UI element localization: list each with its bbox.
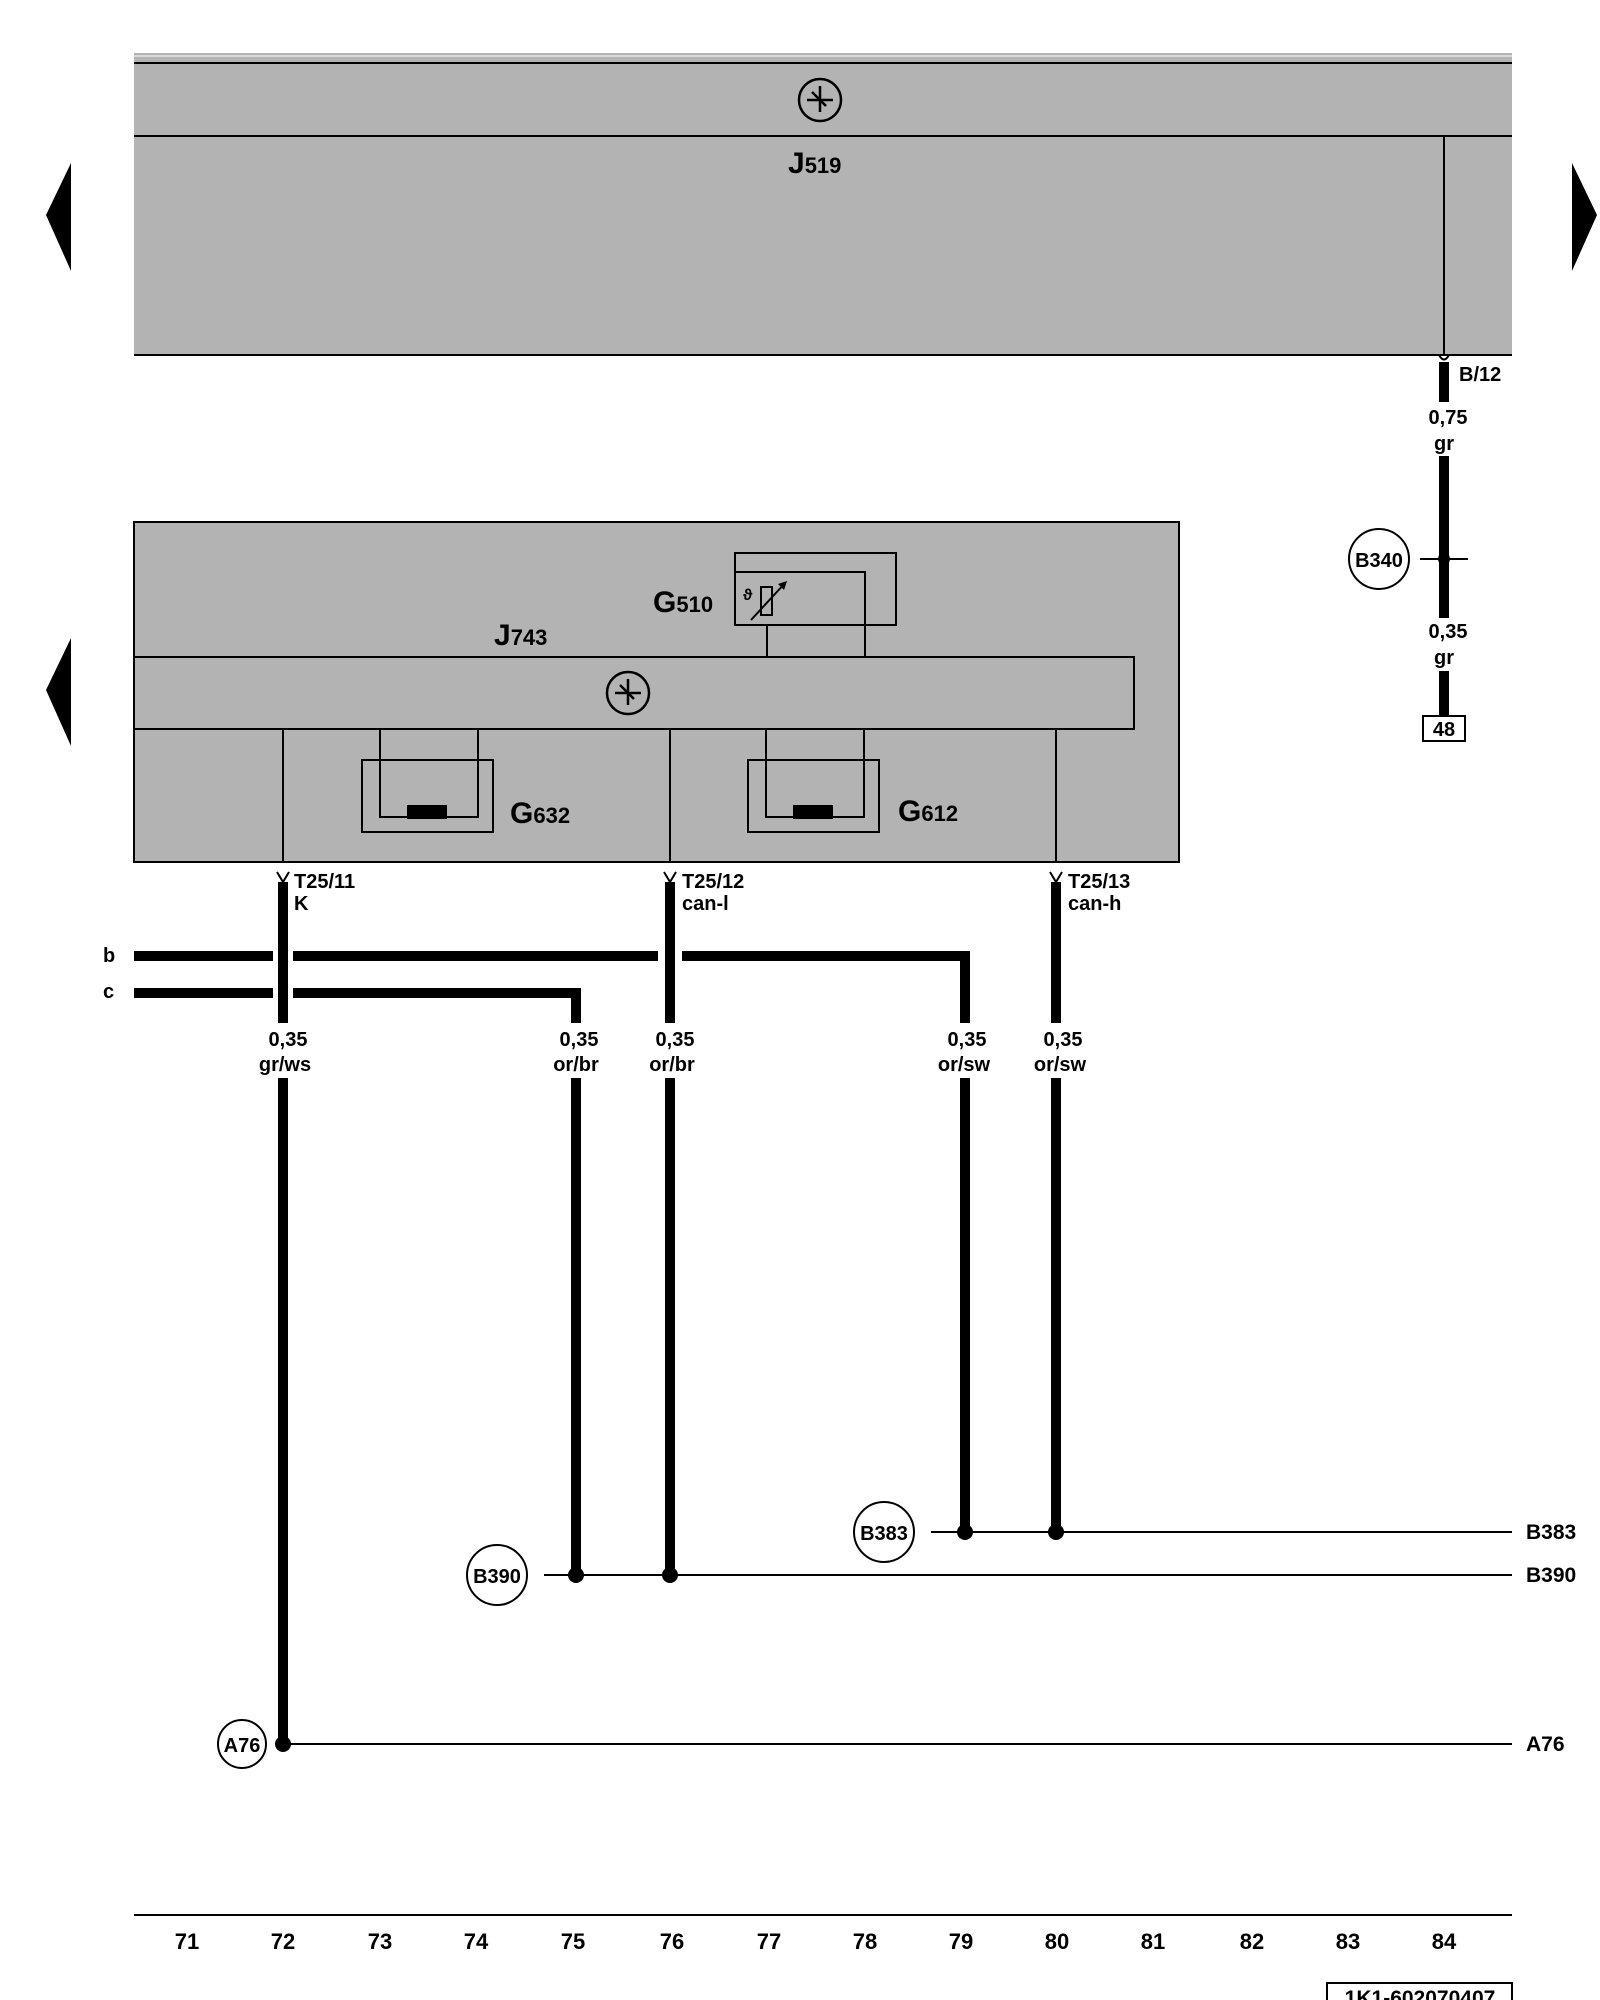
- bus-a76: A76 A76: [217, 1719, 1565, 1769]
- pin-signal-t25-13: can-h: [1068, 893, 1121, 915]
- grid-numbers: 71 72 73 74 75 76 77 78 79 80 81 82 83 84: [175, 1929, 1457, 1954]
- pin-signal-t25-12: can-l: [682, 893, 729, 915]
- grid-number: 83: [1336, 1929, 1360, 1954]
- wire-b12: B/12 0,75 gr B340 0,35 gr 48: [1348, 354, 1501, 742]
- wire-color-80: or/sw: [1034, 1054, 1087, 1076]
- thermistor-icon: ϑ: [743, 581, 787, 621]
- grid-number: 73: [368, 1929, 392, 1954]
- electronic-control-icon: [605, 670, 651, 716]
- connection-label-b340: B340: [1355, 550, 1403, 572]
- wire-size-b12-top: 0,75: [1429, 407, 1468, 429]
- wire-size-b12-bottom: 0,35: [1429, 621, 1468, 643]
- connection-label-a76: A76: [224, 1735, 261, 1757]
- sensor-g510: ϑ G510: [653, 552, 897, 657]
- wire-size-72: 0,35: [269, 1029, 308, 1051]
- grid-number: 78: [853, 1929, 877, 1954]
- pin-signal-t25-11: K: [294, 893, 309, 915]
- wire-c: [134, 988, 581, 1023]
- wire-color-79: or/sw: [938, 1054, 991, 1076]
- bus-label-b383: B383: [1526, 1521, 1576, 1544]
- sensor-g632: G632: [361, 728, 570, 833]
- wire-color-b12-bottom: gr: [1434, 647, 1454, 669]
- wire-size-76: 0,35: [656, 1029, 695, 1051]
- bus-b383: B383 B383: [853, 1501, 1576, 1563]
- next-page-arrow[interactable]: [1572, 163, 1597, 271]
- wire-color-b12-top: gr: [1434, 433, 1454, 455]
- component-label-g632: G632: [510, 797, 570, 830]
- wire-color-75: or/br: [553, 1054, 599, 1076]
- continuation-label-b: b: [103, 945, 115, 967]
- grid-number: 81: [1141, 1929, 1165, 1954]
- terminal-48: 48: [1433, 719, 1455, 741]
- svg-text:ϑ: ϑ: [743, 587, 753, 604]
- grid-number: 76: [660, 1929, 684, 1954]
- drawing-number: 1K1-602070407: [1345, 1987, 1496, 2000]
- module-j743: J743 ϑ G510 G632 G61: [133, 521, 1180, 863]
- pin-label-t25-13: T25/13: [1068, 871, 1130, 893]
- component-label-j743: J743: [494, 619, 547, 652]
- grid-number: 74: [464, 1929, 489, 1954]
- wire-b: [134, 951, 970, 1023]
- wire-size-80: 0,35: [1044, 1029, 1083, 1051]
- continuation-label-c: c: [103, 981, 114, 1003]
- grid-number: 84: [1432, 1929, 1457, 1954]
- connection-label-b383: B383: [860, 1523, 908, 1545]
- wire-color-76: or/br: [649, 1054, 695, 1076]
- grid-number: 77: [757, 1929, 781, 1954]
- component-label-g510: G510: [653, 586, 713, 619]
- grid-number: 72: [271, 1929, 295, 1954]
- pin-label-b12: B/12: [1459, 364, 1501, 386]
- drawing-number-box: [1326, 1982, 1513, 2000]
- bus-label-b390: B390: [1526, 1564, 1576, 1587]
- pin-label-t25-11: T25/11: [294, 871, 355, 893]
- grid-number: 71: [175, 1929, 199, 1954]
- connection-label-b390: B390: [473, 1566, 521, 1588]
- electronic-control-icon: [797, 77, 843, 123]
- pin-label-t25-12: T25/12: [682, 871, 744, 893]
- pin-arrows: [276, 871, 1063, 884]
- previous-page-arrow-lower[interactable]: [46, 638, 71, 746]
- component-label-j519: J519: [788, 147, 841, 180]
- grid-number: 82: [1240, 1929, 1264, 1954]
- component-label-g612: G612: [898, 795, 958, 828]
- module-j519: J519: [134, 53, 1512, 356]
- grid-number: 75: [561, 1929, 585, 1954]
- grid-number: 80: [1045, 1929, 1069, 1954]
- wire-size-79: 0,35: [948, 1029, 987, 1051]
- wire-color-72: gr/ws: [259, 1054, 311, 1076]
- grid-number: 79: [949, 1929, 973, 1954]
- sensor-g612: G612: [747, 728, 958, 833]
- wire-size-75: 0,35: [560, 1029, 599, 1051]
- bus-label-a76: A76: [1526, 1733, 1565, 1756]
- bus-b390: B390 B390: [466, 1544, 1576, 1606]
- previous-page-arrow[interactable]: [46, 163, 71, 271]
